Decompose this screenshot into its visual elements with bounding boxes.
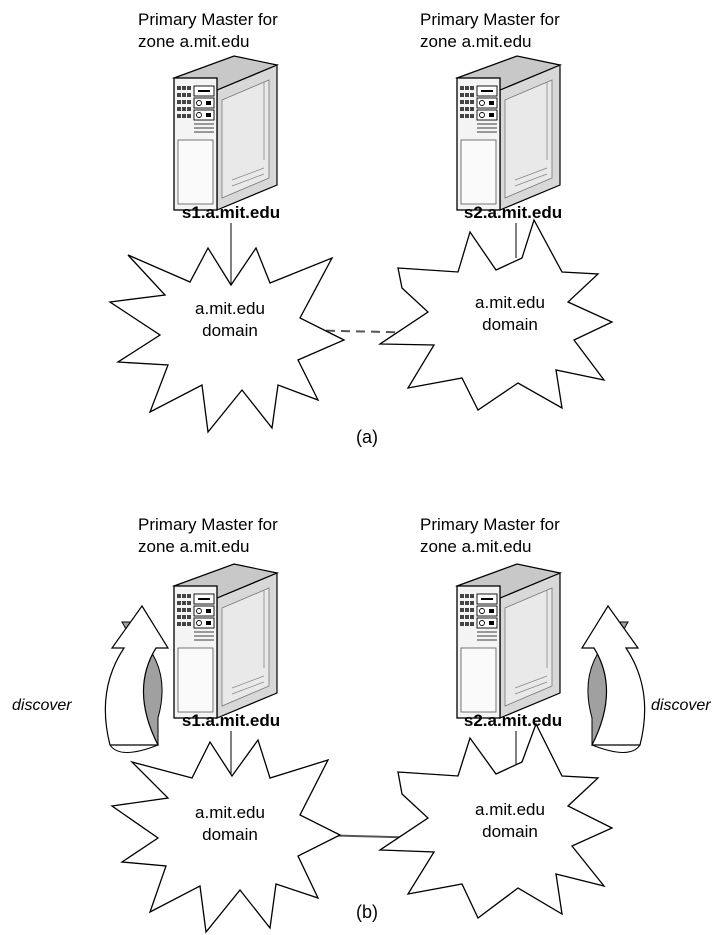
server-icon [456, 55, 561, 211]
server-heading: Primary Master for [138, 10, 278, 29]
discover-label: discover [651, 697, 711, 714]
server-hostname: s2.a.mit.edu [464, 203, 562, 222]
server-icon [173, 55, 278, 211]
left-server-group: Primary Master for zone a.mit.edu s1.a.m… [108, 10, 346, 434]
domain-cloud [377, 722, 614, 919]
server-heading-zone: zone a.mit.edu [420, 32, 532, 51]
domain-name: a.mit.edu [475, 293, 545, 312]
right-server-group: Primary Master for zone a.mit.edu s2.a.m… [377, 515, 614, 919]
domain-label: domain [202, 321, 258, 340]
server-heading-zone: zone a.mit.edu [138, 537, 250, 556]
server-heading: Primary Master for [420, 10, 560, 29]
domain-cloud [110, 738, 342, 934]
server-heading: Primary Master for [420, 515, 560, 534]
domain-name: a.mit.edu [195, 803, 265, 822]
server-icon [456, 563, 561, 719]
server-heading-zone: zone a.mit.edu [420, 537, 532, 556]
left-server-group: Primary Master for zone a.mit.edu s1.a.m… [110, 515, 342, 934]
panel-a: Primary Master for zone a.mit.edu s1.a.m… [108, 10, 614, 447]
right-server-group: Primary Master for zone a.mit.edu s2.a.m… [377, 10, 614, 411]
domain-name: a.mit.edu [475, 800, 545, 819]
domain-label: domain [482, 822, 538, 841]
domain-label: domain [482, 315, 538, 334]
discover-arrow-right [580, 604, 646, 753]
domain-name: a.mit.edu [195, 299, 265, 318]
domain-cloud [377, 218, 614, 411]
server-heading-zone: zone a.mit.edu [138, 32, 250, 51]
panel-b: discover Primary Master for zone a.mit.e… [12, 515, 711, 934]
discover-arrow-left [104, 604, 170, 753]
server-icon [173, 563, 278, 719]
domain-cloud [108, 246, 346, 434]
domain-label: domain [202, 825, 258, 844]
server-hostname: s1.a.mit.edu [182, 711, 280, 730]
panel-caption: (b) [356, 902, 378, 922]
server-heading: Primary Master for [138, 515, 278, 534]
server-hostname: s2.a.mit.edu [464, 711, 562, 730]
discover-label: discover [12, 697, 72, 714]
panel-caption: (a) [356, 427, 378, 447]
server-hostname: s1.a.mit.edu [182, 203, 280, 222]
